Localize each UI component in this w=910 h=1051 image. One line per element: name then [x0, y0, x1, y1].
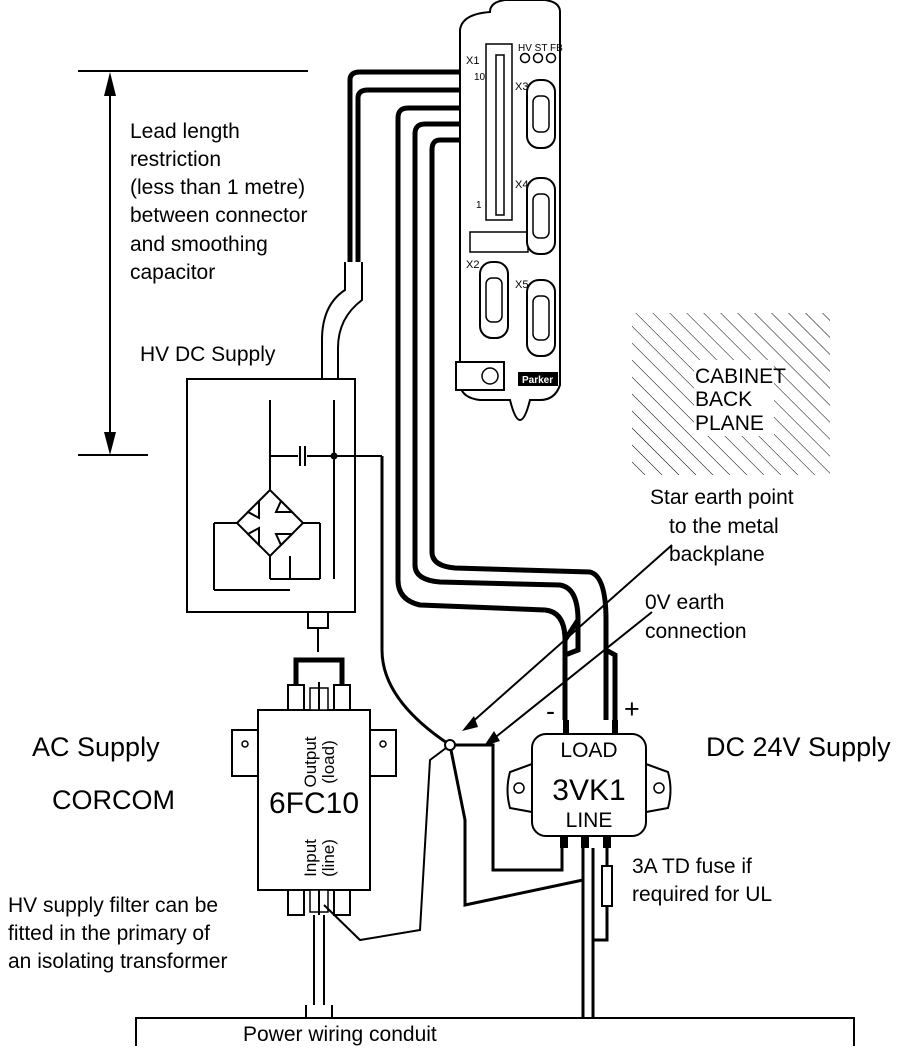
hv-filter-note: an isolating transformer [8, 950, 227, 973]
st-led-icon [532, 52, 544, 64]
drive-x2-label: X2 [466, 259, 479, 271]
conduit-label: Power wiring conduit [243, 1023, 437, 1046]
lead-length-label: and smoothing [130, 233, 268, 256]
arrow-up-icon [104, 72, 116, 96]
dc-plus-label: + [624, 694, 640, 724]
junction-dot [330, 452, 338, 460]
zero-volt-label: 0V earth [645, 591, 724, 614]
drive-x3-label: X3 [515, 81, 528, 93]
dc-line-label: LINE [566, 809, 613, 832]
drive-signal-wires [395, 105, 609, 720]
corcom-label: CORCOM [52, 785, 175, 815]
dc-model-label: 3VK1 [552, 774, 625, 807]
lead-length-dimension [78, 70, 308, 456]
cabinet-label: CABINET [695, 365, 786, 388]
star-earth-label: to the metal [669, 515, 779, 538]
annotation-arrows [469, 544, 673, 741]
drive-led-labels: HV ST FB [518, 43, 563, 54]
dc-line-wires [581, 848, 609, 1018]
x2-connector-icon [479, 261, 509, 339]
x4-connector-icon [526, 177, 556, 255]
hv-filter-note: HV supply filter can be [8, 894, 218, 917]
dc-supply-label: DC 24V Supply [706, 732, 891, 762]
lead-length-label: (less than 1 metre) [130, 176, 305, 199]
star-earth-label: Star earth point [650, 486, 794, 509]
drive-unit [455, 0, 561, 421]
dc-supply-input-wires [562, 620, 618, 720]
zero-volt-label: connection [645, 620, 747, 643]
arrow-icon [462, 716, 478, 731]
ac-supply-label: AC Supply [32, 732, 160, 762]
hv-dc-supply-label: HV DC Supply [140, 343, 276, 366]
x3-connector-icon [526, 79, 556, 149]
fuse-note: required for UL [632, 883, 772, 906]
star-point-icon [444, 739, 456, 751]
filter-line-wires [305, 747, 447, 1018]
earth-clamp-icon [455, 361, 505, 391]
filter-input-label: (line) [319, 839, 338, 877]
lead-length-label: restriction [130, 148, 221, 171]
filter-output-label: (load) [319, 740, 338, 783]
lead-length-label: between connector [130, 204, 307, 227]
dc-supply-3vk1 [506, 720, 672, 848]
earth-wiring [380, 456, 585, 907]
hv-cable [321, 69, 498, 380]
star-earth-label: backplane [669, 543, 765, 566]
arrow-icon [484, 731, 500, 746]
drive-x1-label: X1 [466, 55, 479, 67]
drive-pin1-label: 1 [476, 200, 482, 211]
lead-length-label: Lead length [130, 120, 240, 143]
lead-length-label: capacitor [130, 261, 215, 284]
drive-x4-label: X4 [515, 179, 528, 191]
filter-input-label: Input [301, 839, 320, 877]
drive-pin10-label: 10 [474, 72, 486, 83]
hv-led-icon [519, 52, 531, 64]
fuse-note: 3A TD fuse if [632, 855, 752, 878]
arrow-down-icon [104, 432, 116, 455]
fb-led-icon [545, 52, 557, 64]
parker-logo-bg [518, 372, 558, 386]
drive-x5-label: X5 [515, 279, 528, 291]
dc-load-label: LOAD [560, 739, 617, 762]
filter-output-label: Output [301, 736, 320, 787]
hv-filter-note: fitted in the primary of [8, 922, 210, 945]
fuse-icon [601, 865, 613, 907]
x5-connector-icon [526, 279, 556, 357]
parker-logo: Parker [522, 375, 553, 386]
diode-icons [246, 498, 295, 548]
cabinet-label: PLANE [695, 412, 764, 435]
cabinet-label: BACK [695, 388, 752, 411]
dc-minus-label: - [546, 696, 555, 726]
filter-to-hv-link [293, 611, 345, 684]
cabinet-label-bg [694, 360, 774, 436]
filter-model-label: 6FC10 [269, 787, 359, 820]
corcom-filter [231, 682, 397, 916]
